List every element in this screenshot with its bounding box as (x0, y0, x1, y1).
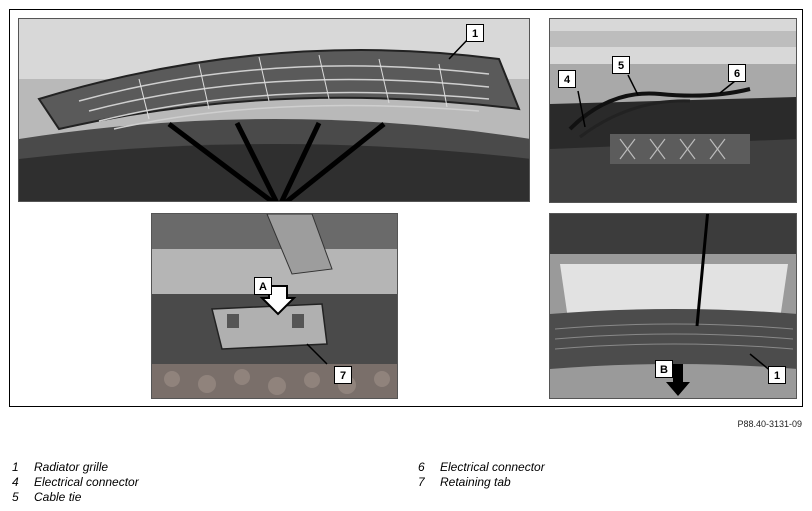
callout-5-cable-tie: 5 (612, 56, 630, 74)
callout-1-grille-installed: 1 (768, 366, 786, 384)
legend-label: Cable tie (34, 490, 82, 504)
legend-label: Electrical connector (34, 475, 139, 489)
photo-grille-removal (549, 213, 797, 399)
legend-item: 6 Electrical connector (418, 460, 545, 475)
legend-right: 6 Electrical connector 7 Retaining tab (418, 460, 545, 490)
legend-item: 4 Electrical connector (12, 475, 139, 490)
callout-4-connector: 4 (558, 70, 576, 88)
photo-grille-overview (18, 18, 530, 202)
figure-reference-code: P88.40-3131-09 (737, 419, 802, 429)
legend-item: 7 Retaining tab (418, 475, 545, 490)
callout-6-connector: 6 (728, 64, 746, 82)
callout-1-grille: 1 (466, 24, 484, 42)
legend-number: 6 (418, 460, 425, 474)
legend-item: 5 Cable tie (12, 490, 139, 505)
legend-number: 5 (12, 490, 19, 504)
legend-number: 7 (418, 475, 425, 489)
callout-a-press-point: A (254, 277, 272, 295)
legend-left: 1 Radiator grille 4 Electrical connector 5… (12, 460, 139, 505)
legend-number: 1 (12, 460, 19, 474)
legend-label: Radiator grille (34, 460, 109, 474)
legend-label: Electrical connector (440, 460, 545, 474)
legend-item: 1 Radiator grille (12, 460, 139, 475)
photo-retaining-tab (151, 213, 398, 399)
callout-7-retaining-tab: 7 (334, 366, 352, 384)
photo-connectors (549, 18, 797, 203)
legend-number: 4 (12, 475, 19, 489)
callout-b-pull-direction: B (655, 360, 673, 378)
legend-label: Retaining tab (440, 475, 511, 489)
